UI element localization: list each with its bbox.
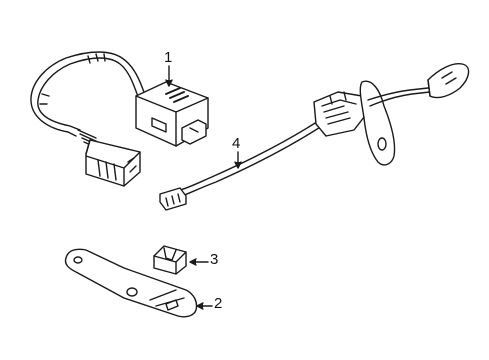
callout-1: 1 [164, 49, 173, 66]
part-2-bracket [64, 248, 198, 318]
harness-loop-inner [30, 51, 147, 137]
switch-stalk [367, 87, 429, 101]
harness-loop-outer [37, 57, 141, 131]
switch-cable-lower [181, 121, 329, 197]
callout-3: 3 [210, 251, 219, 268]
harness-connector [85, 139, 141, 187]
stalk-knob [427, 63, 470, 99]
part-1-control-module-harness [30, 51, 209, 187]
callout-4: 4 [232, 135, 241, 152]
part-3-clip [153, 245, 187, 275]
switch-cable-upper [179, 115, 327, 191]
callout-2: 2 [214, 295, 223, 312]
part-4-switch-assembly [159, 63, 470, 211]
